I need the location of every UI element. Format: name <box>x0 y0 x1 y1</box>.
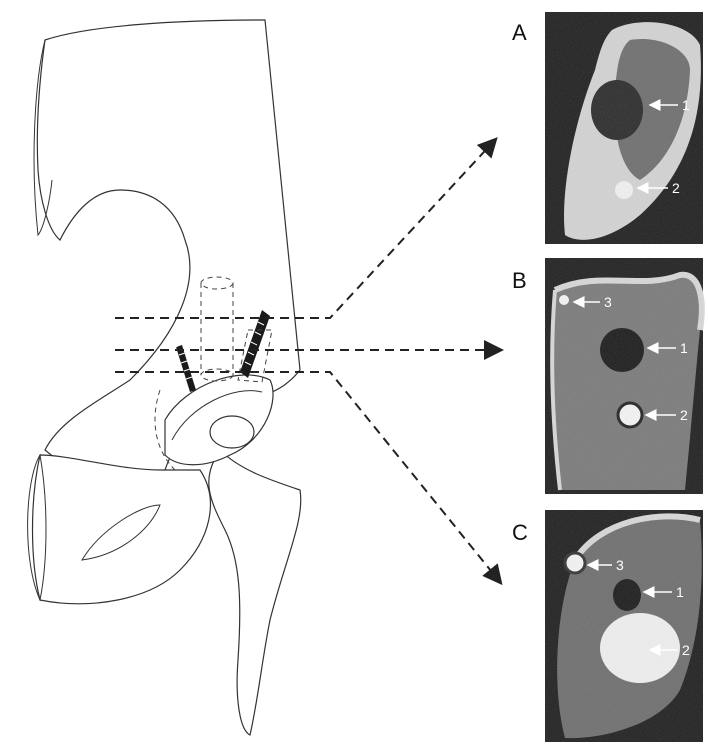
ct-a-label-2: 2 <box>672 180 680 196</box>
ct-b-label-1: 1 <box>680 340 688 356</box>
ct-b-label-2: 2 <box>680 407 688 423</box>
panel-c-letter: C <box>512 520 528 545</box>
ct-panel-a: A 1 2 <box>512 12 703 244</box>
pelvis-drawing <box>28 20 301 735</box>
ct-panel-b: B 3 1 2 <box>512 258 703 494</box>
ct-a-label-1: 1 <box>682 97 690 113</box>
panel-b-letter: B <box>512 268 527 293</box>
femur <box>209 450 301 735</box>
ct-c-label-3: 3 <box>616 557 624 573</box>
femoral-head <box>210 416 254 448</box>
ct-panel-c: C 3 1 2 <box>512 510 703 742</box>
ct-c-label-2: 2 <box>682 642 690 658</box>
panel-a-letter: A <box>512 20 527 45</box>
ct-c-label-1: 1 <box>676 584 684 600</box>
ct-b-label-3: 3 <box>604 294 612 310</box>
pubic-ramus <box>33 455 211 604</box>
